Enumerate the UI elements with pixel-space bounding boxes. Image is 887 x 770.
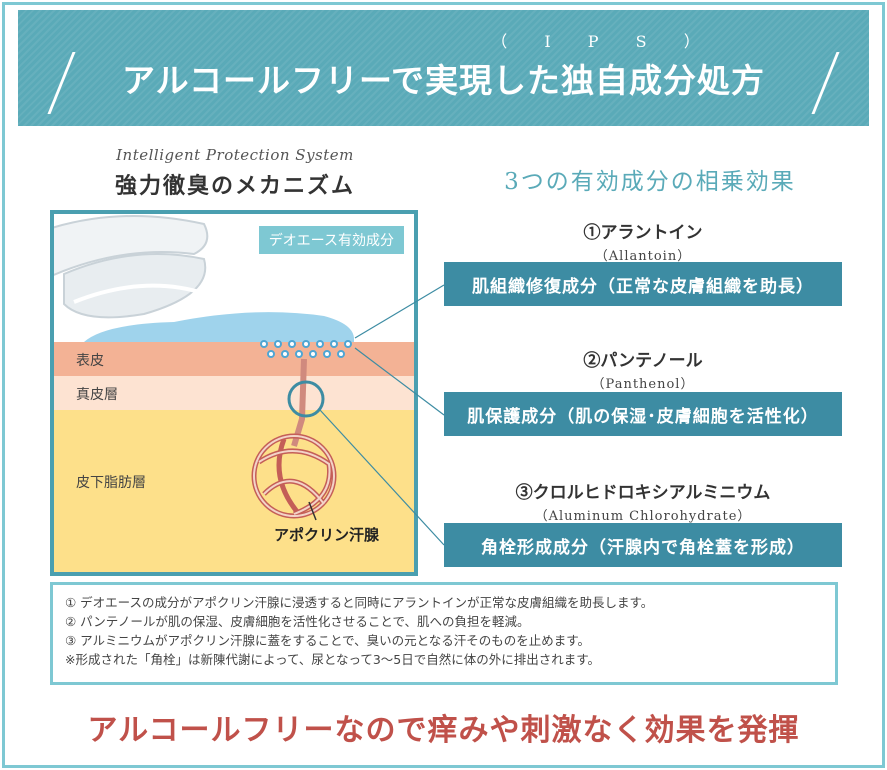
- lotion-layer: [84, 312, 354, 342]
- header-sub: （ I P S ）: [491, 32, 716, 51]
- spray-bottle-icon: [54, 215, 209, 319]
- header-banner: （ I P S ） アルコールフリーで実現した独自成分処方: [18, 10, 869, 126]
- layer-label-dermis: 真皮層: [76, 387, 118, 403]
- ingredient-2-effect: 肌保護成分（肌の保湿･皮膚細胞を活性化）: [444, 392, 842, 436]
- epidermis-layer: 表皮: [54, 342, 414, 376]
- notes-box: ① デオエースの成分がアポクリン汗腺に浸透すると同時にアラントインが正常な皮膚組…: [50, 582, 838, 685]
- note-4: ※形成された「角栓」は新陳代謝によって、尿となって3～5日で自然に体の外に排出さ…: [65, 652, 601, 667]
- header-title: アルコールフリーで実現した独自成分処方: [121, 61, 766, 100]
- note-1: ① デオエースの成分がアポクリン汗腺に浸透すると同時にアラントインが正常な皮膚組…: [65, 595, 654, 610]
- gland-label: アポクリン汗腺: [274, 526, 380, 544]
- footer-tagline: アルコールフリーなので痒みや刺激なく効果を発揮: [87, 713, 800, 748]
- mechanism-title: 強力徹臭のメカニズム: [114, 173, 355, 199]
- synergy-heading: 3つの有効成分の相乗効果: [504, 169, 796, 195]
- ingredient-1-name: ①アラントイン: [583, 223, 703, 243]
- dermis-layer: 真皮層: [54, 376, 414, 410]
- note-2: ② パンテノールが肌の保湿、皮膚細胞を活性化させることで、肌への負担を軽減。: [65, 614, 530, 629]
- ingredient-1-effect: 肌組織修復成分（正常な皮膚組織を助長）: [444, 262, 842, 306]
- ingredient-2-name: ②パンテノール: [583, 351, 703, 371]
- deo-ingredient-tag: デオエース有効成分: [258, 226, 404, 254]
- ingredient-1: ①アラントイン （Allantoin）: [444, 218, 842, 264]
- diagram-illustration: [54, 215, 354, 342]
- ingredient-2-latin: （Panthenol）: [591, 377, 695, 392]
- layer-label-epidermis: 表皮: [76, 353, 104, 369]
- skin-diagram: 表皮 真皮層 皮下脂肪層 デオエース有効成分: [50, 210, 418, 576]
- ingredient-3-effect: 角栓形成成分（汗腺内で角栓蓋を形成）: [444, 523, 842, 567]
- ingredient-2: ②パンテノール （Panthenol）: [444, 346, 842, 392]
- ingredient-1-latin: （Allantoin）: [594, 249, 692, 264]
- ingredient-3-latin: （Aluminum Chlorohydrate）: [534, 509, 752, 524]
- layer-label-subcutaneous: 皮下脂肪層: [76, 475, 146, 491]
- gland-illustration: [251, 340, 352, 521]
- mechanism-subtitle: Intelligent Protection System: [116, 146, 354, 164]
- magnify-circle: [287, 380, 325, 418]
- ingredient-dots: [260, 340, 352, 358]
- note-3: ③ アルミニウムがアポクリン汗腺に蓋をすることで、臭いの元となる汗そのものを止め…: [65, 633, 591, 648]
- ingredient-3: ③クロルヒドロキシアルミニウム （Aluminum Chlorohydrate）: [444, 478, 842, 524]
- ingredient-3-name: ③クロルヒドロキシアルミニウム: [515, 483, 771, 503]
